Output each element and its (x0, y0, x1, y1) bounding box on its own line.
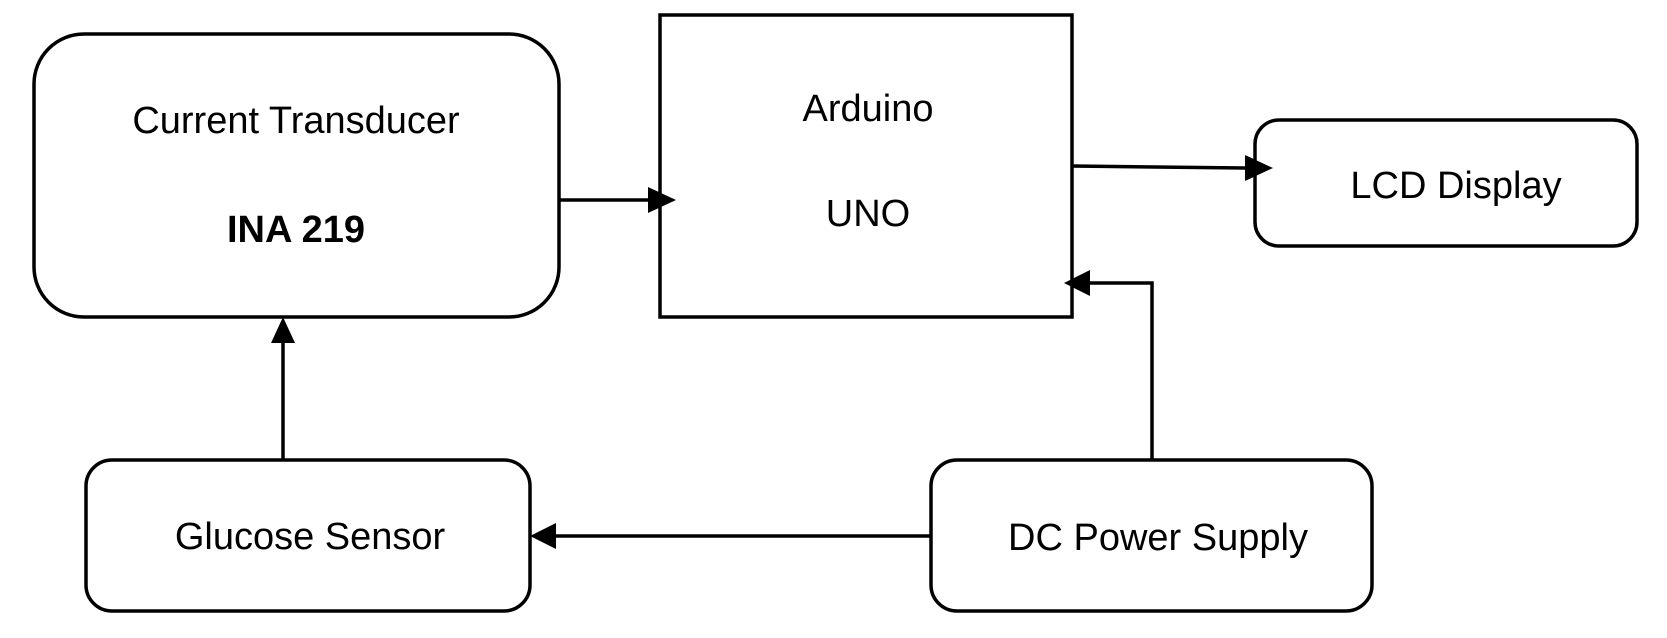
connector-line (1071, 164, 1246, 170)
dc-power-supply-title: DC Power Supply (1008, 517, 1308, 559)
arrowhead (648, 187, 676, 213)
arduino-block: Arduino UNO (658, 13, 1074, 319)
arrow-dc-power-supply-to-glucose-sensor (530, 523, 931, 549)
lcd-display-box (1253, 118, 1639, 248)
connector-line (1088, 281, 1154, 460)
arduino-title: Arduino (803, 88, 934, 130)
lcd-display-title: LCD Display (1350, 165, 1561, 207)
arrow-glucose-sensor-to-current-transducer (271, 317, 295, 460)
glucose-sensor-block: Glucose Sensor (84, 458, 532, 613)
arduino-box (658, 13, 1074, 319)
arrow-current-transducer-to-arduino (559, 187, 676, 213)
arduino-model: UNO (826, 193, 910, 235)
current-transducer-box (32, 32, 561, 319)
lcd-display-block: LCD Display (1253, 118, 1639, 248)
current-transducer-title: Current Transducer (132, 100, 460, 142)
arrow-arduino-to-lcd-display (1071, 155, 1273, 181)
glucose-sensor-title: Glucose Sensor (175, 516, 446, 558)
arrowhead (271, 317, 295, 343)
arrowhead (1245, 155, 1273, 181)
arrowhead (1064, 270, 1090, 296)
dc-power-supply-block: DC Power Supply (929, 458, 1374, 613)
current-transducer-block: Current Transducer INA 219 (32, 32, 561, 319)
current-transducer-model: INA 219 (227, 209, 365, 251)
arrow-dc-power-supply-to-arduino (1064, 270, 1154, 460)
glucose-sensor-box (84, 458, 532, 613)
arrowhead (530, 523, 556, 549)
